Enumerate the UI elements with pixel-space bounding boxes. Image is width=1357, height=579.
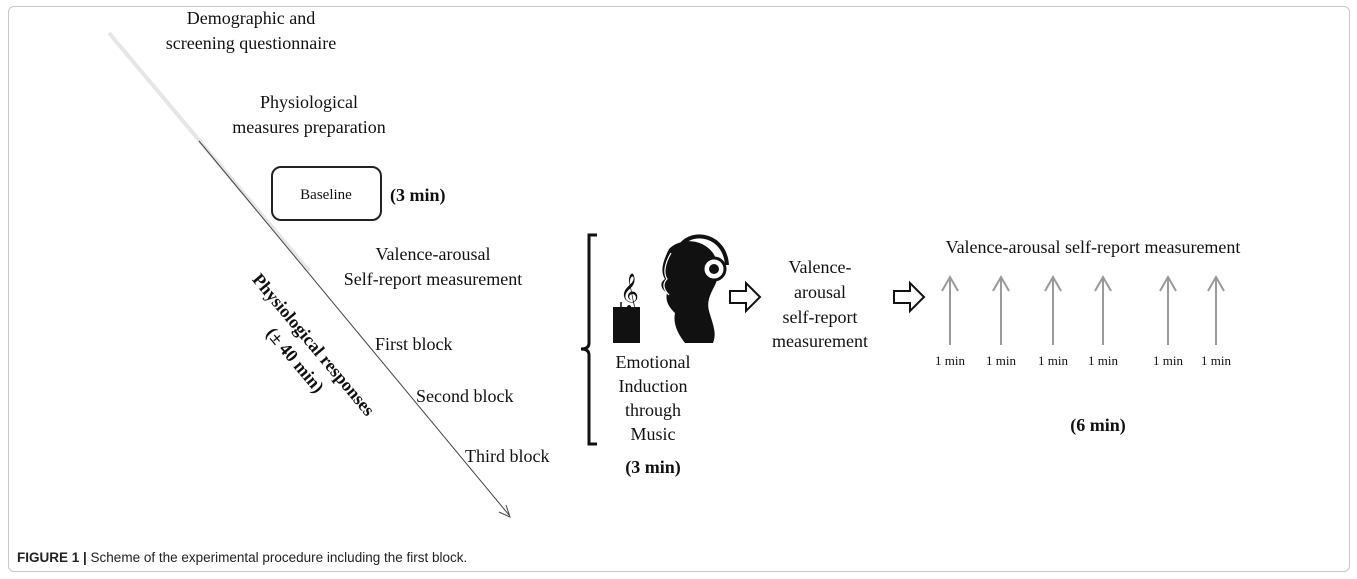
clef-pedestal	[613, 307, 640, 343]
treble-clef-icon: 𝄞	[620, 272, 639, 311]
open-arrow-icon	[893, 280, 926, 314]
post-va-line2: arousal	[794, 282, 846, 302]
timeline-line	[198, 140, 510, 516]
caption-label: FIGURE 1 |	[17, 550, 87, 565]
step-demographic-line1: Demographic and	[187, 8, 315, 28]
procedure-diagram: Demographic and screening questionnaire …	[107, 8, 1241, 518]
interval-arrow	[1207, 274, 1225, 345]
step-second-block: Second block	[416, 386, 513, 406]
step-va-line1: Valence-arousal	[376, 244, 491, 264]
figure-caption: FIGURE 1 | Scheme of the experimental pr…	[17, 550, 467, 565]
headphones-icon	[701, 256, 727, 282]
interval-arrow	[992, 274, 1010, 345]
music-listener-icon: 𝄞	[613, 234, 729, 343]
interval-label-2: 1 min	[986, 353, 1016, 368]
post-va-line3: self-report	[783, 307, 858, 327]
post-va-line1: Valence-	[789, 257, 852, 277]
step-physio-prep-line1: Physiological	[260, 92, 358, 112]
step-third-block: Third block	[465, 446, 549, 466]
interval-arrow	[1159, 274, 1177, 345]
step-physio-prep-line2: measures preparation	[232, 117, 385, 137]
interval-label-1: 1 min	[935, 353, 965, 368]
interval-arrow	[941, 274, 959, 345]
interval-label-6: 1 min	[1201, 353, 1231, 368]
baseline-duration: (3 min)	[390, 185, 446, 206]
induction-label-line2: Induction	[619, 376, 688, 396]
repeated-total-duration: (6 min)	[1070, 415, 1126, 436]
post-va-line4: measurement	[772, 331, 868, 351]
caption-text: Scheme of the experimental procedure inc…	[86, 550, 468, 565]
axis-label-line1: Physiological responses	[248, 270, 379, 420]
timeline	[107, 31, 511, 518]
induction-brace	[580, 233, 597, 446]
interval-label-5: 1 min	[1153, 353, 1183, 368]
interval-label-3: 1 min	[1038, 353, 1068, 368]
induction-label-line3: through	[625, 400, 681, 420]
open-arrow-icon	[729, 280, 762, 314]
baseline-box: Baseline	[271, 166, 382, 221]
step-demographic-line2: screening questionnaire	[166, 33, 336, 53]
listener-silhouette	[661, 234, 729, 343]
step-first-block: First block	[375, 334, 453, 354]
induction-label-line1: Emotional	[616, 352, 691, 372]
interval-arrow	[1094, 274, 1112, 345]
svg-text:𝄞: 𝄞	[620, 272, 639, 311]
repeated-measurement-title: Valence-arousal self-report measurement	[946, 237, 1241, 257]
physiological-responses-label: Physiological responses (± 40 min)	[248, 270, 379, 420]
figure-frame: Demographic and screening questionnaire …	[8, 6, 1350, 572]
baseline-label: Baseline	[300, 187, 352, 203]
induction-duration: (3 min)	[625, 457, 681, 478]
timeline-arrowhead	[498, 504, 511, 518]
interval-label-4: 1 min	[1088, 353, 1118, 368]
induction-label-line4: Music	[631, 424, 676, 444]
timeline-fade-segment	[107, 31, 311, 273]
interval-arrows	[941, 274, 1225, 345]
step-va-line2: Self-report measurement	[344, 269, 522, 289]
baseline-box-border	[271, 166, 382, 221]
interval-arrow	[1044, 274, 1062, 345]
